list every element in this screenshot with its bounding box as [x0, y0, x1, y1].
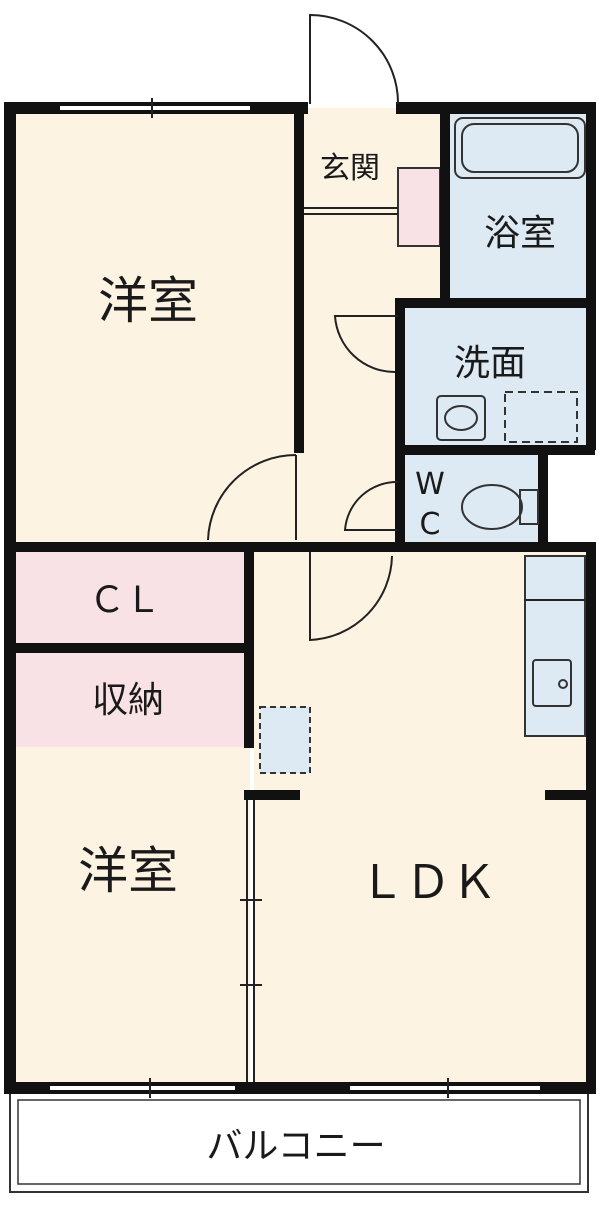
wall-left — [4, 102, 16, 1092]
wall-ldk-stub-left — [244, 790, 300, 800]
fridge-space — [259, 706, 311, 774]
wall-wc-right — [538, 450, 548, 550]
room-label-closet: ＣＬ — [89, 580, 161, 621]
closet-floor — [10, 552, 250, 644]
room-label-ldk: ＬＤＫ — [359, 855, 497, 909]
kitchen-sink-drain — [558, 679, 568, 689]
room-label-toilet-w: W — [415, 467, 445, 502]
room-label-washroom: 洗面 — [454, 343, 526, 384]
washbasin-bowl — [444, 405, 478, 431]
room-label-toilet-c: C — [420, 507, 441, 542]
room-label-entrance: 玄関 — [320, 151, 380, 186]
wall-right — [586, 545, 596, 1092]
wall-bath-bottom — [395, 298, 595, 308]
front-door-swing — [309, 13, 400, 105]
washroom-floor — [400, 308, 593, 450]
kitchen-counter — [524, 555, 586, 737]
wall-ldk-stub-right — [545, 790, 595, 800]
wall-top-right — [396, 102, 596, 114]
kitchen-sink — [532, 659, 572, 707]
wall-hall-bath — [440, 108, 450, 306]
wall-right-upper — [586, 102, 596, 450]
storage-floor — [10, 652, 250, 747]
wall-room-top-right — [294, 108, 304, 453]
bathtub — [454, 117, 586, 179]
western-room-bottom-floor — [10, 747, 250, 1085]
room-label-western-bottom: 洋室 — [78, 842, 178, 900]
wall-mid-horizontal — [4, 542, 596, 552]
room-label-bathroom: 浴室 — [484, 213, 556, 254]
western-room-top-floor — [10, 108, 300, 548]
bathroom-floor — [445, 108, 593, 301]
wall-ldk-left — [244, 548, 254, 748]
room-label-balcony: バルコニー — [206, 1126, 385, 1167]
door-wc — [343, 480, 399, 531]
toilet-bowl — [461, 484, 523, 530]
bathtub-inner — [461, 123, 579, 173]
wall-wash-bottom — [395, 445, 595, 455]
shoe-cabinet — [397, 167, 441, 247]
room-label-western-top: 洋室 — [98, 272, 198, 330]
door-ldk — [309, 552, 393, 642]
washer-space — [504, 391, 578, 443]
door-room-top — [207, 454, 297, 541]
wall-closet-storage — [4, 643, 254, 653]
room-label-storage: 収納 — [92, 680, 164, 721]
toilet-tank — [519, 489, 539, 525]
balcony-area — [9, 1091, 589, 1193]
wall-wash-left — [395, 298, 405, 550]
balcony-inner-rail — [17, 1099, 581, 1185]
washbasin — [436, 395, 486, 441]
door-hall-wash — [333, 315, 398, 374]
